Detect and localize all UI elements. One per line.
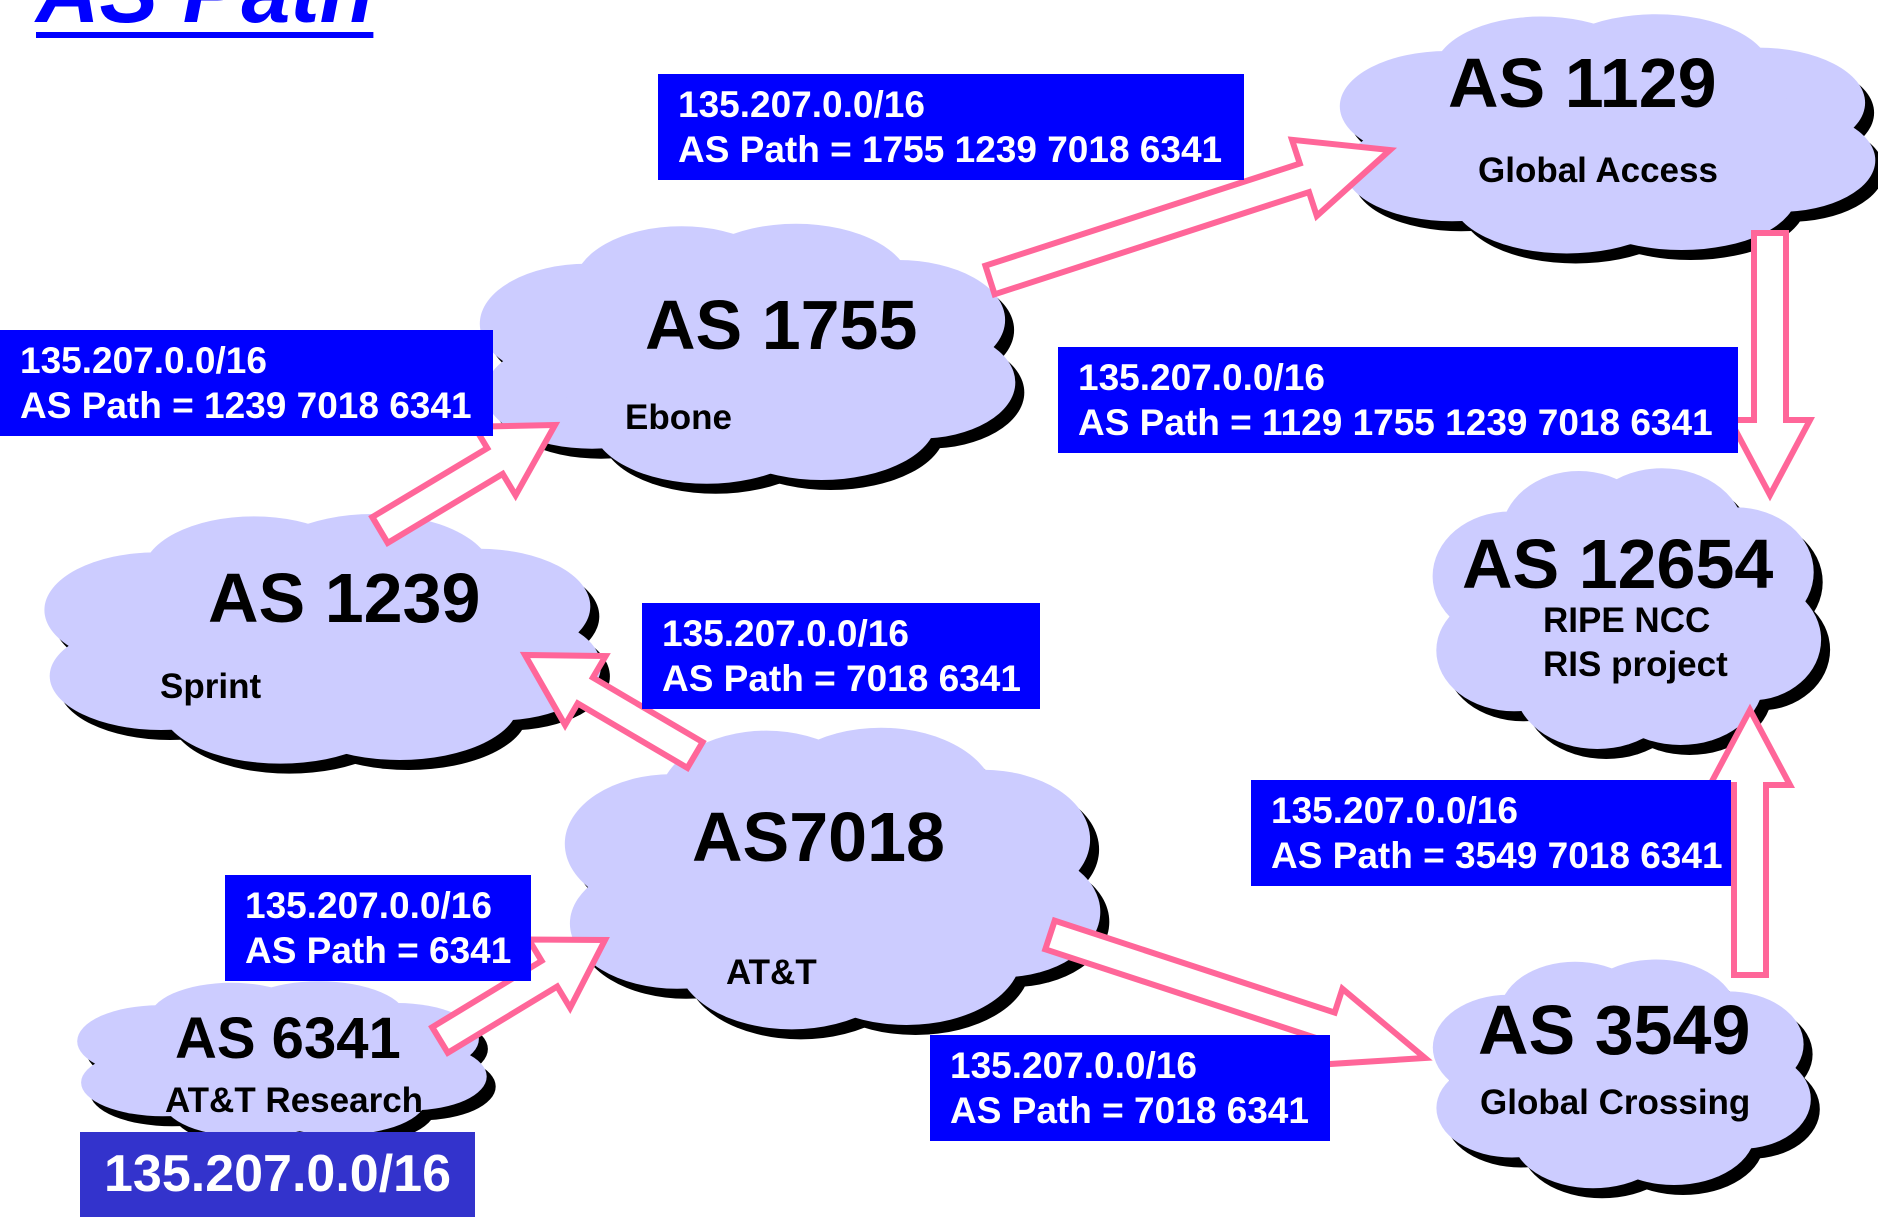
announcement-box-to-1239: 135.207.0.0/16 AS Path = 7018 6341 bbox=[642, 603, 1040, 709]
as1239-name: AS 1239 bbox=[208, 563, 480, 633]
as1239-org: Sprint bbox=[160, 666, 261, 708]
as7018-cloud bbox=[565, 728, 1110, 1040]
as12654-org-line2: RIS project bbox=[1543, 644, 1728, 686]
as-path-label: AS Path = 6341 bbox=[245, 928, 511, 973]
prefix-label: 135.207.0.0/16 bbox=[662, 611, 1020, 656]
as-path-label: AS Path = 1129 1755 1239 7018 6341 bbox=[1078, 400, 1718, 445]
as6341-name: AS 6341 bbox=[175, 1010, 401, 1068]
as6341-org: AT&T Research bbox=[165, 1080, 423, 1122]
as-path-label: AS Path = 1755 1239 7018 6341 bbox=[678, 127, 1224, 172]
origin-prefix-box: 135.207.0.0/16 bbox=[80, 1132, 475, 1217]
prefix-label: 135.207.0.0/16 bbox=[950, 1043, 1310, 1088]
as12654-name: AS 12654 bbox=[1462, 529, 1773, 599]
as-path-label: AS Path = 3549 7018 6341 bbox=[1271, 833, 1711, 878]
prefix-label: 135.207.0.0/16 bbox=[1078, 355, 1718, 400]
announcement-box-to-3549: 135.207.0.0/16 AS Path = 7018 6341 bbox=[930, 1035, 1330, 1141]
prefix-label: 135.207.0.0/16 bbox=[245, 883, 511, 928]
arrow-1239-to-1755 bbox=[372, 425, 555, 543]
as3549-org: Global Crossing bbox=[1480, 1082, 1750, 1124]
announcement-box-to-1129: 135.207.0.0/16 AS Path = 1755 1239 7018 … bbox=[658, 74, 1244, 180]
as7018-name: AS7018 bbox=[692, 802, 945, 872]
announcement-box-to-12654-top: 135.207.0.0/16 AS Path = 1129 1755 1239 … bbox=[1058, 347, 1738, 453]
as-path-label: AS Path = 7018 6341 bbox=[950, 1088, 1310, 1133]
as1129-name: AS 1129 bbox=[1448, 48, 1717, 118]
as1755-name: AS 1755 bbox=[645, 290, 917, 360]
arrow-1129-to-12654 bbox=[1730, 233, 1810, 495]
as-path-label: AS Path = 7018 6341 bbox=[662, 656, 1020, 701]
prefix-label: 135.207.0.0/16 bbox=[678, 82, 1224, 127]
announcement-box-to-7018: 135.207.0.0/16 AS Path = 6341 bbox=[225, 875, 531, 981]
announcement-box-to-1755: 135.207.0.0/16 AS Path = 1239 7018 6341 bbox=[0, 330, 493, 436]
as7018-org: AT&T bbox=[726, 952, 817, 994]
as-path-label: AS Path = 1239 7018 6341 bbox=[20, 383, 473, 428]
as1239-cloud bbox=[44, 514, 610, 774]
page-title: AS Path bbox=[36, 0, 373, 36]
announcement-box-to-12654-bottom: 135.207.0.0/16 AS Path = 3549 7018 6341 bbox=[1251, 780, 1731, 886]
prefix-label: 135.207.0.0/16 bbox=[1271, 788, 1711, 833]
as12654-org-line1: RIPE NCC bbox=[1543, 600, 1710, 642]
as1755-org: Ebone bbox=[625, 397, 732, 439]
as3549-name: AS 3549 bbox=[1478, 995, 1750, 1065]
as1129-org: Global Access bbox=[1478, 150, 1718, 192]
prefix-label: 135.207.0.0/16 bbox=[20, 338, 473, 383]
